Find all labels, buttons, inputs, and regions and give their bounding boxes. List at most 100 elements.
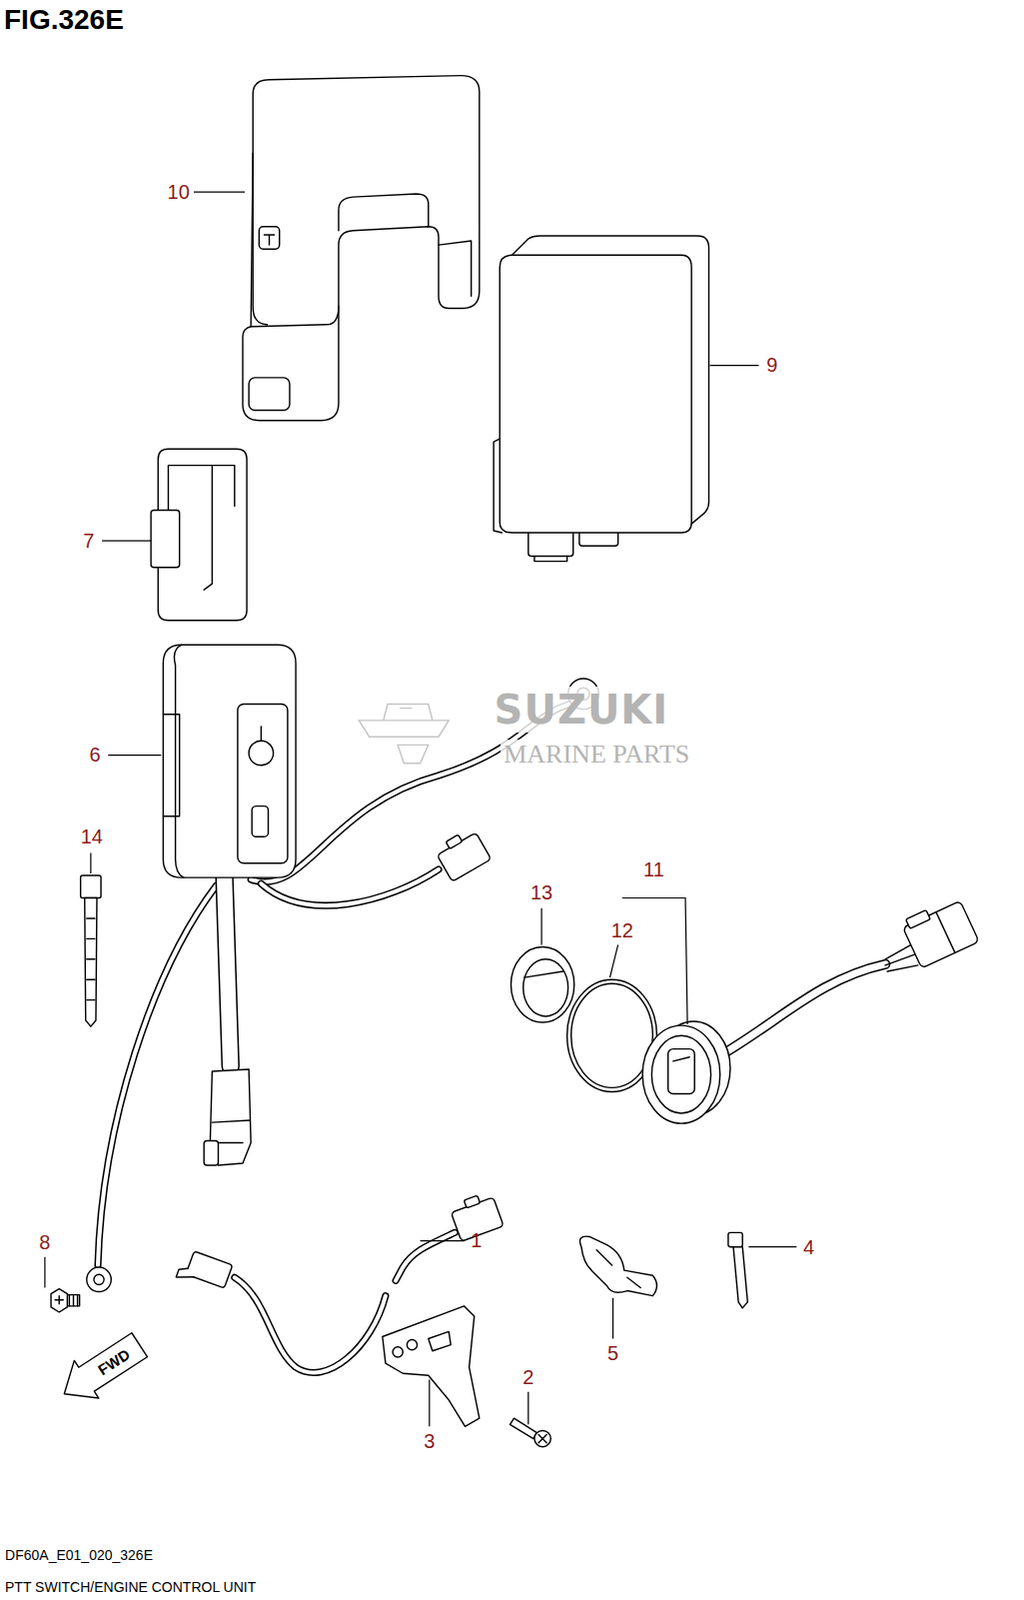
switch-harness-part <box>395 1231 455 1280</box>
ptt-switch-assy-part-part <box>903 900 980 968</box>
switch-bracket <box>382 1305 480 1426</box>
ptt-switch-assy <box>642 895 980 1123</box>
switch-harness-part-part <box>175 1264 196 1282</box>
switch-bracket-part <box>406 1339 417 1350</box>
ecu-cover-part <box>250 152 339 327</box>
ptt-relay-harness-part <box>251 806 268 838</box>
ptt-switch-assy-part <box>673 1056 690 1061</box>
leader-lines-part <box>540 908 542 946</box>
leader-lines-part <box>710 364 760 366</box>
callout-number: 14 <box>80 825 103 849</box>
forward-arrow-part <box>51 1325 152 1413</box>
engine-control-unit-part <box>493 438 502 533</box>
ptt-relay-harness-part <box>86 1266 112 1292</box>
callout-number: 11 <box>643 857 665 881</box>
figure-code: DF60A_E01_020_326E <box>4 1546 153 1563</box>
leader-lines-part <box>622 898 688 1025</box>
ptt-switch-assy-part <box>714 964 887 1059</box>
ptt-relay-harness-part <box>433 826 492 882</box>
ptt-relay-harness-part <box>97 885 216 1265</box>
switch-bracket-part <box>382 1305 480 1426</box>
callout-number: 4 <box>803 1234 815 1258</box>
switch-bracket-part <box>428 1330 451 1350</box>
retaining-ring-part <box>524 971 564 978</box>
figure-caption: PTT SWITCH/ENGINE CONTROL UNIT <box>4 1578 256 1595</box>
leader-lines-part <box>193 190 245 192</box>
ptt-relay-harness-part <box>97 885 216 1265</box>
direction-label: FWD <box>94 1344 133 1378</box>
callout-number: 13 <box>530 881 553 905</box>
leader-lines-part <box>748 1245 797 1247</box>
switch-harness-part <box>234 1276 386 1372</box>
switch-harness-part <box>234 1276 386 1372</box>
ptt-switch-assy-part-part <box>906 910 932 930</box>
callout-number: 7 <box>82 529 94 553</box>
cable-tie <box>728 1231 748 1308</box>
ptt-switch-assy-part <box>668 1048 696 1094</box>
bolt-part <box>68 1294 77 1306</box>
leader-lines-part <box>527 1391 529 1425</box>
screw-part <box>538 1434 547 1443</box>
figure-title: FIG.326E <box>3 3 124 36</box>
ptt-relay-harness-part <box>162 644 296 878</box>
switch-harness-part-part <box>185 1250 233 1288</box>
leader-lines-part <box>428 1378 430 1426</box>
harness-clip <box>580 1235 658 1296</box>
ptt-relay-harness-part <box>224 877 231 1066</box>
cable-tie-part <box>86 918 95 1001</box>
ptt-switch-assy-part <box>900 895 980 969</box>
leader-lines-part <box>89 853 91 874</box>
leader-lines-part <box>420 1239 465 1241</box>
forward-arrow <box>51 1325 152 1413</box>
callout-number: 8 <box>38 1230 50 1254</box>
ptt-switch-assy-part <box>642 1024 721 1123</box>
callout-number: 3 <box>423 1428 435 1452</box>
relay-holder-part <box>150 510 180 568</box>
bolt-part <box>54 1295 63 1304</box>
callout-number: 12 <box>611 919 634 943</box>
switch-harness-part <box>395 1231 455 1280</box>
ecu-cover-part <box>338 193 429 231</box>
cable-tie-part <box>733 1246 748 1308</box>
ecu-cover-part <box>248 377 290 411</box>
ptt-relay-harness-part <box>248 740 274 766</box>
ptt-switch-assy-part-part <box>936 912 956 954</box>
watermark-logo-part <box>358 704 449 764</box>
switch-harness-part-part <box>463 1194 480 1208</box>
ptt-switch-assy-part <box>714 964 887 1059</box>
cable-tie-part <box>80 875 101 898</box>
ptt-relay-harness-part <box>162 714 179 817</box>
watermark-logo <box>358 704 449 764</box>
harness-clip-part <box>596 1249 641 1288</box>
ecu-cover-part <box>263 234 274 245</box>
cable-tie-part <box>728 1231 743 1246</box>
ptt-relay-harness-part-part <box>436 832 491 882</box>
screw-part <box>509 1417 537 1438</box>
engine-control-unit <box>493 235 709 562</box>
ptt-relay-harness-part <box>237 704 288 864</box>
bolt <box>50 1288 80 1312</box>
watermark-text: SUZUKI <box>491 686 673 733</box>
ptt-relay-harness-part <box>211 1119 250 1142</box>
callout-number: 9 <box>766 353 778 377</box>
ecu-cover-part <box>438 240 472 296</box>
callout-number: 1 <box>470 1228 482 1252</box>
callout-number: 6 <box>88 743 100 767</box>
leader-lines-part <box>610 944 619 978</box>
retaining-ring-part <box>523 959 569 1017</box>
callout-number: 2 <box>522 1365 534 1389</box>
leader-lines-part <box>107 754 161 756</box>
retaining-ring-part <box>510 947 574 1024</box>
ecu-cover-part <box>242 75 480 421</box>
screw-part <box>534 1429 551 1446</box>
screw <box>509 1417 551 1447</box>
o-ring-part <box>571 983 654 1087</box>
switch-bracket-part <box>392 1346 403 1357</box>
ptt-relay-harness-part-part <box>445 834 462 849</box>
bolt-part <box>50 1288 67 1312</box>
cable-tie-part <box>84 898 97 1027</box>
ptt-relay-harness-part <box>260 726 262 741</box>
watermark-text: MARINE PARTS <box>500 740 693 771</box>
ptt-relay-harness-part <box>224 877 231 1066</box>
